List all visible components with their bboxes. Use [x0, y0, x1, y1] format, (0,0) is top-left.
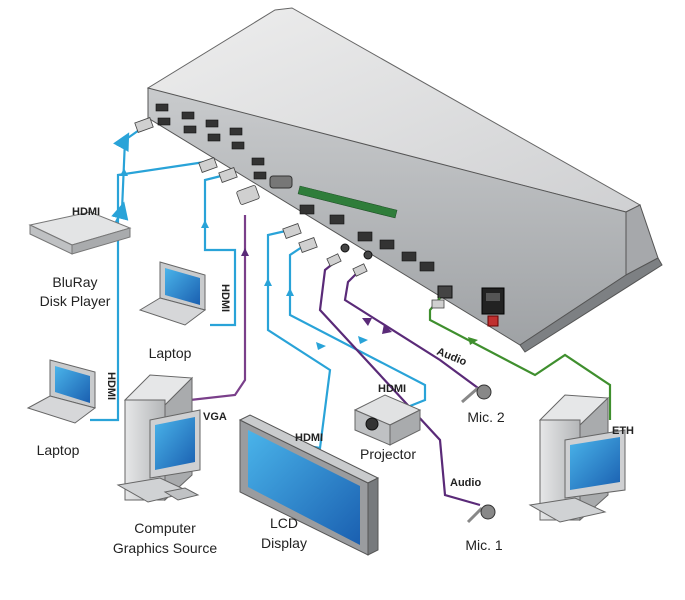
audio-jacks — [340, 243, 373, 260]
mic1-audio-cable — [318, 261, 481, 507]
computer-vga-label: VGA — [203, 411, 227, 423]
lcd-label-line1: LCD — [270, 515, 298, 531]
cables — [90, 127, 612, 507]
projector-hdmi-label: HDMI — [378, 383, 406, 395]
mic1-audio-label: Audio — [450, 477, 481, 489]
mic1-label: Mic. 1 — [465, 537, 503, 553]
device-labels: BluRay Disk Player Laptop Laptop Compute… — [37, 274, 505, 556]
computer-label-line2: Graphics Source — [113, 540, 217, 556]
mic1-head-icon — [480, 504, 496, 520]
mic2-head-icon — [476, 384, 492, 400]
computer-graphics-source — [116, 374, 201, 503]
lcd-label-line2: Display — [261, 535, 307, 551]
ethernet-cable — [428, 297, 612, 420]
lcd-display — [238, 414, 380, 556]
connector-plugs — [134, 117, 445, 309]
mic2-audio-cable — [343, 269, 479, 389]
audio-arrows — [241, 248, 392, 334]
vga-input-port — [269, 175, 293, 189]
bluray-hdmi-cable — [111, 127, 143, 231]
switcher-bottom-edge — [519, 257, 663, 353]
projector-label: Projector — [360, 446, 416, 462]
projector-lens-icon — [365, 417, 379, 431]
laptop-center-hdmi-label: HDMI — [219, 284, 231, 312]
mic-1 — [466, 504, 496, 524]
computer-vga-cable — [189, 215, 247, 402]
bluray-label-line1: BluRay — [52, 274, 97, 290]
network-computer — [528, 394, 626, 523]
mic-2 — [461, 384, 492, 404]
hdmi-input-ports — [155, 103, 267, 180]
bluray-player — [28, 211, 132, 255]
cable-labels: HDMI HDMI HDMI VGA HDMI HDMI Audio Audio… — [72, 206, 634, 489]
lcd-hdmi-label: HDMI — [295, 432, 323, 444]
output-ports — [299, 204, 435, 272]
mic2-label: Mic. 2 — [467, 409, 505, 425]
laptop-center-hdmi-cable — [203, 173, 237, 327]
bluray-label-line2: Disk Player — [40, 293, 111, 309]
terminal-block-strip — [297, 185, 398, 219]
computer-label-line1: Computer — [134, 520, 196, 536]
laptop-center-label: Laptop — [149, 345, 192, 361]
power-socket — [481, 287, 505, 327]
laptop-left-label: Laptop — [37, 442, 80, 458]
laptop-left-hdmi-label: HDMI — [105, 372, 117, 400]
eth-arrows — [468, 337, 478, 345]
projector — [353, 394, 422, 446]
laptop-center — [138, 261, 207, 326]
eth-label: ETH — [612, 425, 634, 437]
lcd-hdmi-cable — [266, 228, 332, 450]
laptop-left-hdmi-cable — [90, 160, 206, 422]
ethernet-port — [437, 285, 453, 299]
bluray-hdmi-label: HDMI — [72, 206, 100, 218]
mic2-audio-label: Audio — [435, 346, 469, 369]
laptop-left — [26, 359, 97, 424]
matrix-switcher-unit — [146, 7, 663, 353]
